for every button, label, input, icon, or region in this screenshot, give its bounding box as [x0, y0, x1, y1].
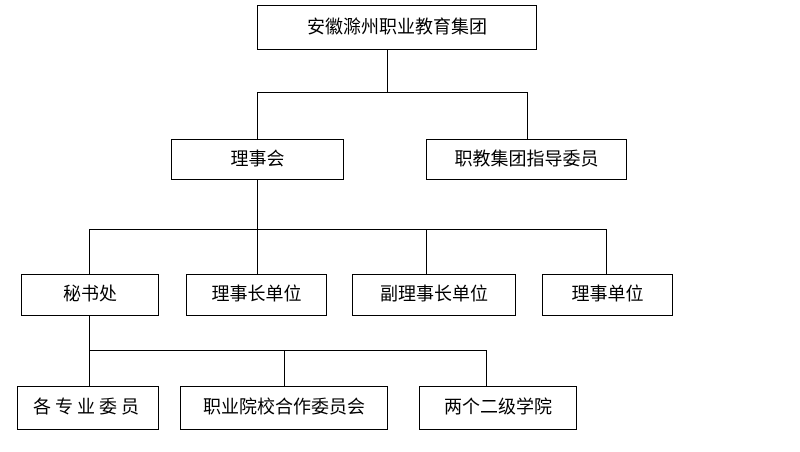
steering-committee-box: 职教集团指导委员: [426, 139, 627, 180]
specialty-committees-box: 各专业委员: [17, 386, 159, 430]
chair-units-box: 理事长单位: [186, 274, 327, 316]
council-box: 理事会: [171, 139, 344, 180]
root-box: 安徽滁州职业教育集团: [257, 5, 537, 50]
vice-chair-units-box: 副理事长单位: [352, 274, 516, 316]
secretariat-box: 秘书处: [21, 274, 159, 316]
member-units-box: 理事单位: [542, 274, 673, 316]
two-colleges-box: 两个二级学院: [419, 386, 577, 430]
school-enterprise-committee-box: 职业院校合作委员会: [180, 386, 388, 430]
